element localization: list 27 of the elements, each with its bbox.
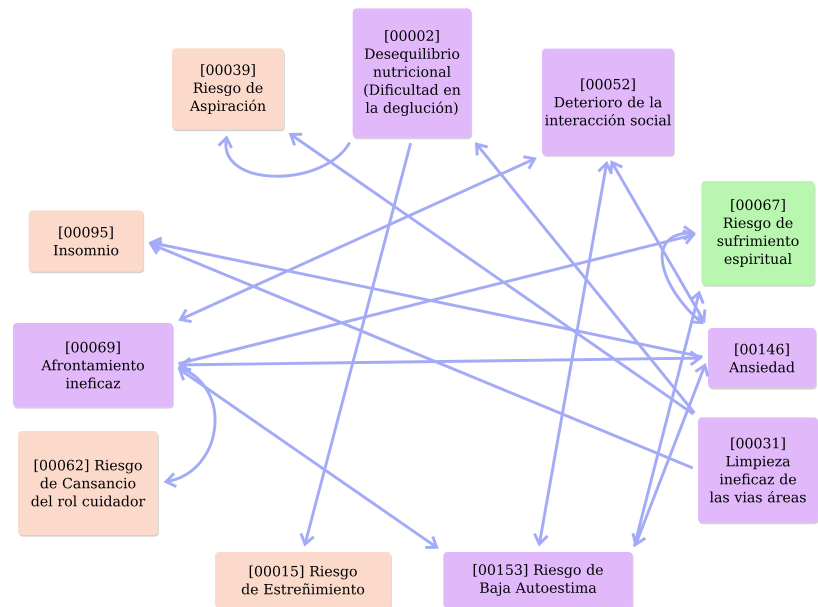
arrow [474,142,696,414]
diagnosis-box: [00015] Riesgo de Estreñimiento [215,552,392,607]
arrow [178,350,702,373]
arrow [631,362,710,547]
arrow [164,366,216,488]
arrow [178,155,537,324]
arrow [609,160,706,324]
diagnosis-box: [00095] Insomnio [28,210,144,274]
arrow [660,225,704,324]
arrow [178,368,439,549]
diagnosis-box: [00002] Desequilibrio nutricional (Dificultad en la deglución) [352,8,472,140]
arrow [148,236,703,358]
arrow [632,290,705,547]
diagnosis-box: [00069] Afrontamiento ineficaz [13,323,174,409]
diagnosis-box: [00146] Ansiedad [708,328,817,390]
arrow [533,160,613,546]
diagnosis-box: [00153] Riesgo de Baja Autoestima [443,552,634,607]
arrow [148,240,694,470]
diagnosis-box: [00039] Riesgo de Aspiración [172,48,285,132]
diagnosis-box: [00031] Limpieza ineficaz de las vias áreas [698,417,818,524]
arrow [178,229,696,366]
diagnosis-box: [00052] Deterioro de la interacción social [542,48,675,157]
arrow [300,142,412,547]
arrow [217,135,351,178]
arrow [288,132,694,416]
diagnosis-box: [00067] Riesgo de sufrimiento espiritual [701,181,816,287]
diagnosis-box: [00062] Riesgo de Cansancio del rol cuidador [18,431,159,537]
